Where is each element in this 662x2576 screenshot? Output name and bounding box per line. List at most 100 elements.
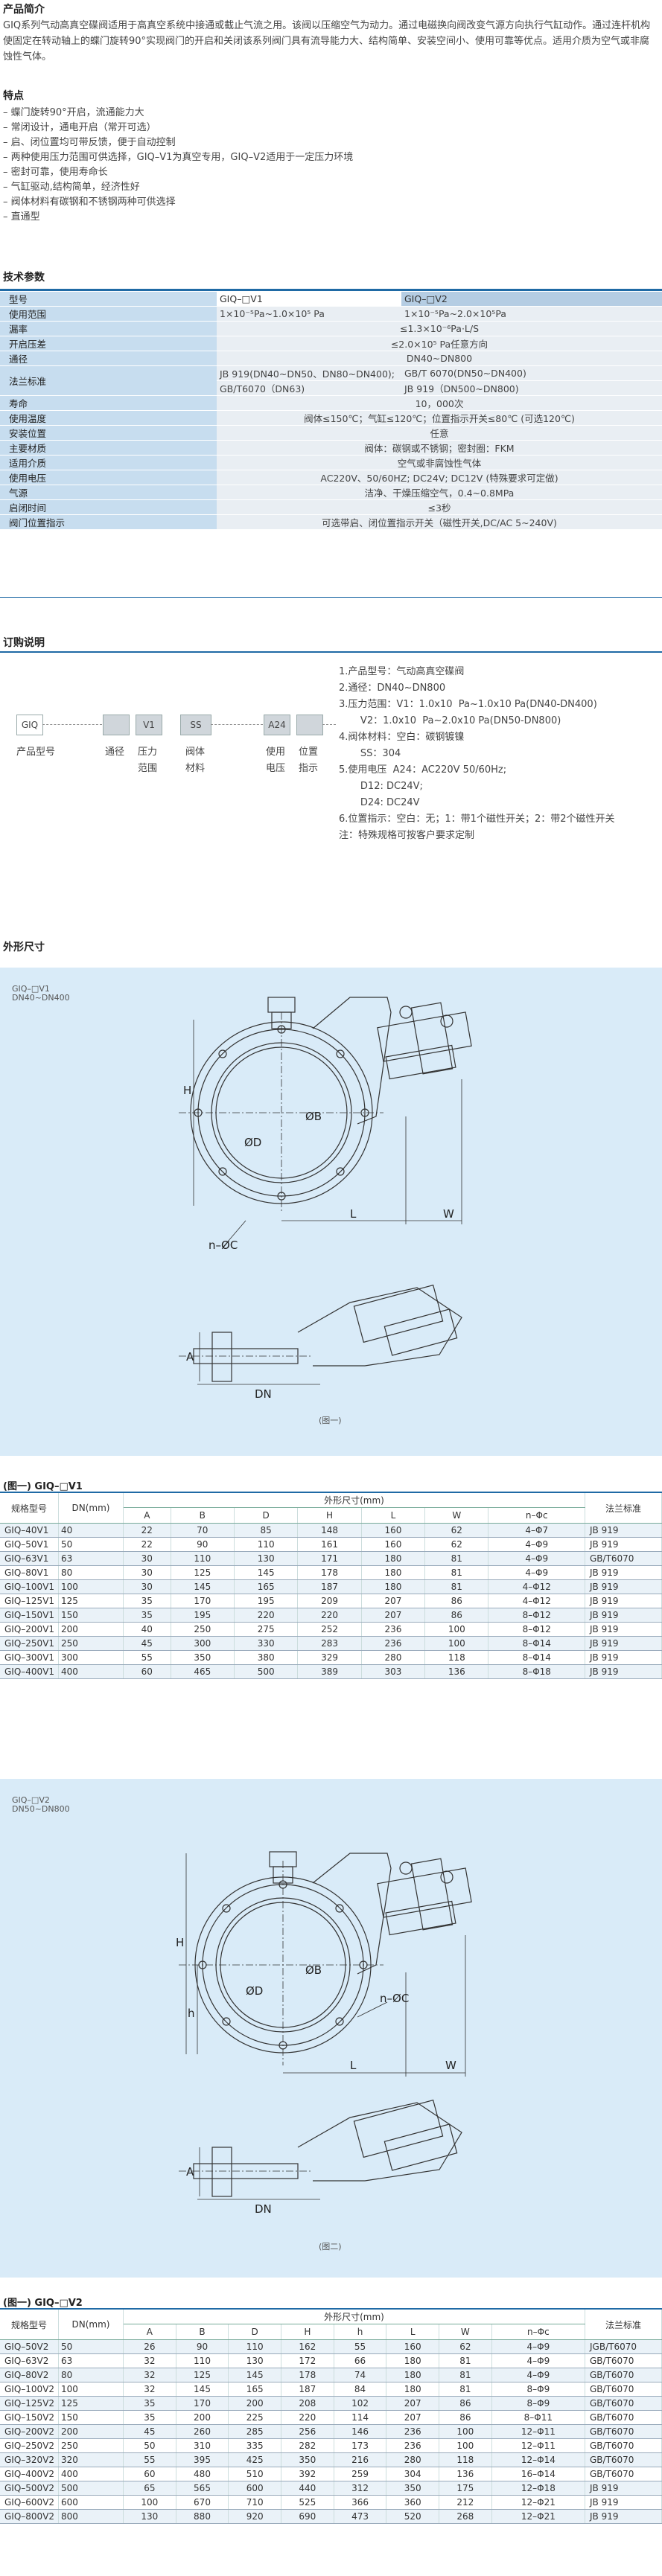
table-cell: GIQ–150V1 <box>0 1608 59 1623</box>
order-label-voltage: 使用电压 <box>266 747 286 774</box>
table-cell: 250 <box>58 1636 124 1651</box>
table-cell: 145 <box>234 1565 299 1580</box>
spec-value: 1×10⁻⁵Pa~2.0×10⁵Pa <box>401 306 662 322</box>
table-cell: 207 <box>361 1608 426 1623</box>
table-cell: GIQ–80V1 <box>0 1565 59 1580</box>
table-cell: GIQ–63V1 <box>0 1551 59 1566</box>
table-cell: JB 919 <box>585 1523 662 1538</box>
table-cell: 207 <box>386 2396 440 2411</box>
table-cell: 62 <box>424 1537 489 1552</box>
table-cell: 12–Φ11 <box>491 2438 586 2453</box>
table-cell: 145 <box>171 1579 235 1594</box>
table-cell: 380 <box>234 1650 299 1665</box>
table-cell: 300 <box>171 1636 235 1651</box>
spec-key: 使用温度 <box>0 410 217 426</box>
spec-key: 安装位置 <box>0 425 217 441</box>
table-cell: 170 <box>171 1594 235 1608</box>
table-cell: 22 <box>123 1537 171 1552</box>
dim-label-W: W <box>443 1207 454 1221</box>
table-cell: 236 <box>361 1636 426 1651</box>
table-cell: 16–Φ14 <box>491 2467 586 2481</box>
diagram-panel-v2: GIQ–□V2 DN50~DN800 <box>0 1779 662 2278</box>
spec-value: 阀体≤150℃；气缸≤120℃；位置指示开关≤80℃ (可选120℃) <box>217 410 662 426</box>
table-cell: 350 <box>281 2452 334 2467</box>
table-cell: GB/T6070 <box>585 2424 662 2439</box>
table-cell: 425 <box>228 2452 282 2467</box>
table-cell: 45 <box>123 2424 176 2439</box>
table-cell: GB/T6070 <box>585 2353 662 2368</box>
table-cell: GIQ–400V1 <box>0 1664 59 1679</box>
column-header: H <box>281 2324 334 2340</box>
dim-label-DN: DN <box>255 1387 272 1401</box>
table-cell: 12–Φ21 <box>491 2495 586 2510</box>
table-cell: 30 <box>123 1551 171 1566</box>
spec-value: ≤3秒 <box>217 499 662 515</box>
table-cell: 118 <box>424 1650 489 1665</box>
order-dash <box>322 724 336 726</box>
table-cell: GB/T6070 <box>585 2438 662 2453</box>
table-cell: 4–Φ7 <box>488 1523 585 1538</box>
table-cell: 320 <box>58 2452 124 2467</box>
spec-key: 主要材质 <box>0 440 217 456</box>
table-cell: 400 <box>58 2467 124 2481</box>
table-cell: 50 <box>58 2339 124 2354</box>
table-cell: 4–Φ12 <box>488 1579 585 1594</box>
table-cell: 250 <box>171 1622 235 1637</box>
t2-h-dn: DN(mm) <box>58 2310 124 2340</box>
table-cell: 400 <box>58 1664 124 1679</box>
feature-item: – 直通型 <box>3 211 40 223</box>
table-cell: 60 <box>123 1664 171 1679</box>
dims-title: 外形尺寸 <box>3 942 45 953</box>
table-cell: 60 <box>123 2467 176 2481</box>
feature-item: – 阀体材料有碳钢和不锈钢两种可供选择 <box>3 196 176 208</box>
spec-value: JB 919(DN40~DN50、DN80~DN400); <box>217 365 401 381</box>
table-cell: GIQ–100V2 <box>0 2382 59 2397</box>
table-cell: 389 <box>297 1664 362 1679</box>
table-cell: JB 919 <box>585 1664 662 1679</box>
table-cell: GIQ–50V2 <box>0 2339 59 2354</box>
table-cell: 32 <box>123 2368 176 2382</box>
spec-key: 型号 <box>0 292 217 307</box>
panel-v2-tag: GIQ–□V2 <box>12 1795 50 1805</box>
table-cell: 55 <box>123 1650 171 1665</box>
table-cell: 8–Φ14 <box>488 1636 585 1651</box>
table-cell: 86 <box>424 1608 489 1623</box>
table-cell: GB/T6070 <box>585 1551 662 1566</box>
table-cell: GIQ–150V2 <box>0 2410 59 2425</box>
table-cell: 100 <box>58 2382 124 2397</box>
table-cell: 55 <box>334 2339 387 2354</box>
table-cell: 8–Φ18 <box>488 1664 585 1679</box>
table-cell: 165 <box>234 1579 299 1594</box>
table-cell: 280 <box>361 1650 426 1665</box>
table-cell: 30 <box>123 1579 171 1594</box>
order-dash <box>42 724 102 726</box>
table-cell: GIQ–200V1 <box>0 1622 59 1637</box>
table-cell: 62 <box>439 2339 492 2354</box>
table-cell: 180 <box>361 1579 426 1594</box>
table2-rule <box>0 2308 662 2310</box>
table-cell: 500 <box>234 1664 299 1679</box>
dim-label-nC2: n–ØC <box>380 1992 409 2005</box>
table-cell: 175 <box>439 2481 492 2496</box>
spec-value: ≤2.0×10⁵ Pa任意方向 <box>217 336 662 351</box>
table-cell: 125 <box>58 2396 124 2411</box>
table-cell: 136 <box>424 1664 489 1679</box>
table-cell: JGB/T6070 <box>585 2339 662 2354</box>
table-cell: 220 <box>297 1608 362 1623</box>
table-cell: 4–Φ9 <box>491 2353 586 2368</box>
spec-key: 开启压差 <box>0 336 217 351</box>
table-cell: 35 <box>123 1594 171 1608</box>
table-cell: JB 919 <box>585 1622 662 1637</box>
table-cell: GIQ–50V1 <box>0 1537 59 1552</box>
table-cell: 312 <box>334 2481 387 2496</box>
column-header: n–Φc <box>488 1507 585 1524</box>
table-cell: 473 <box>334 2509 387 2524</box>
table-cell: 216 <box>334 2452 387 2467</box>
diagram-panel-v1: GIQ–□V1 DN40~DN400 <box>0 968 662 1456</box>
table-cell: 80 <box>58 2368 124 2382</box>
table-cell: 600 <box>228 2481 282 2496</box>
